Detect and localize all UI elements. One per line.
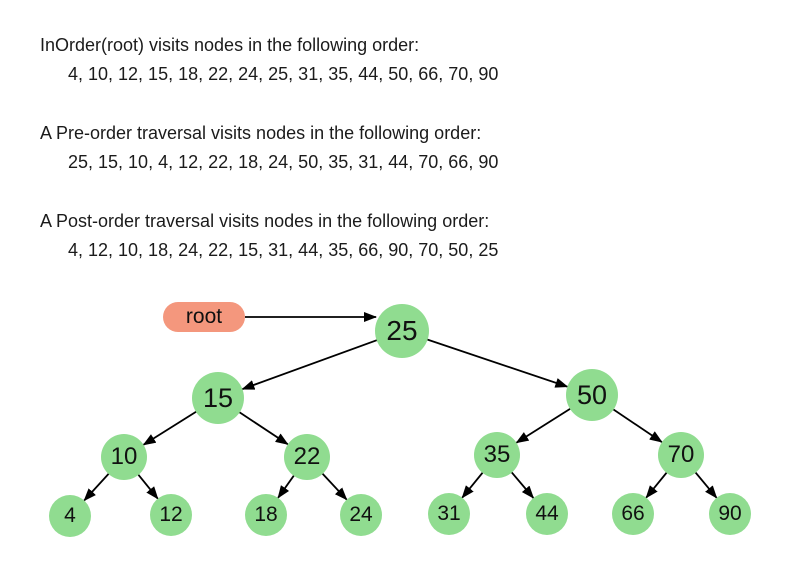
postorder-block: A Post-order traversal visits nodes in t… xyxy=(40,207,498,265)
preorder-block: A Pre-order traversal visits nodes in th… xyxy=(40,119,498,177)
tree-node-90: 90 xyxy=(709,493,751,535)
inorder-heading: InOrder(root) visits nodes in the follow… xyxy=(40,35,420,55)
tree-node-31: 31 xyxy=(428,493,470,535)
preorder-sequence: 25, 15, 10, 4, 12, 22, 18, 24, 50, 35, 3… xyxy=(68,152,499,172)
inorder-block: InOrder(root) visits nodes in the follow… xyxy=(40,31,498,89)
tree-node-12: 12 xyxy=(150,494,192,536)
tree-node-44: 44 xyxy=(526,493,568,535)
tree-node-22: 22 xyxy=(284,434,330,480)
postorder-sequence: 4, 12, 10, 18, 24, 22, 15, 31, 44, 35, 6… xyxy=(68,240,499,260)
tree-node-15: 15 xyxy=(192,372,244,424)
edge-25-50 xyxy=(401,330,569,388)
tree-node-66: 66 xyxy=(612,493,654,535)
postorder-heading: A Post-order traversal visits nodes in t… xyxy=(40,211,490,231)
tree-node-25: 25 xyxy=(375,304,429,358)
tree-node-4: 4 xyxy=(49,495,91,537)
inorder-sequence: 4, 10, 12, 15, 18, 22, 24, 25, 31, 35, 4… xyxy=(68,64,499,84)
tree-node-35: 35 xyxy=(474,432,520,478)
edge-25-15 xyxy=(241,330,403,390)
preorder-heading: A Pre-order traversal visits nodes in th… xyxy=(40,123,482,143)
tree-node-10: 10 xyxy=(101,434,147,480)
tree-node-50: 50 xyxy=(566,369,618,421)
tree-node-24: 24 xyxy=(340,494,382,536)
tree-node-70: 70 xyxy=(658,432,704,478)
traversal-descriptions: InOrder(root) visits nodes in the follow… xyxy=(40,31,498,295)
tree-node-18: 18 xyxy=(245,494,287,536)
root-label: root xyxy=(163,302,245,332)
